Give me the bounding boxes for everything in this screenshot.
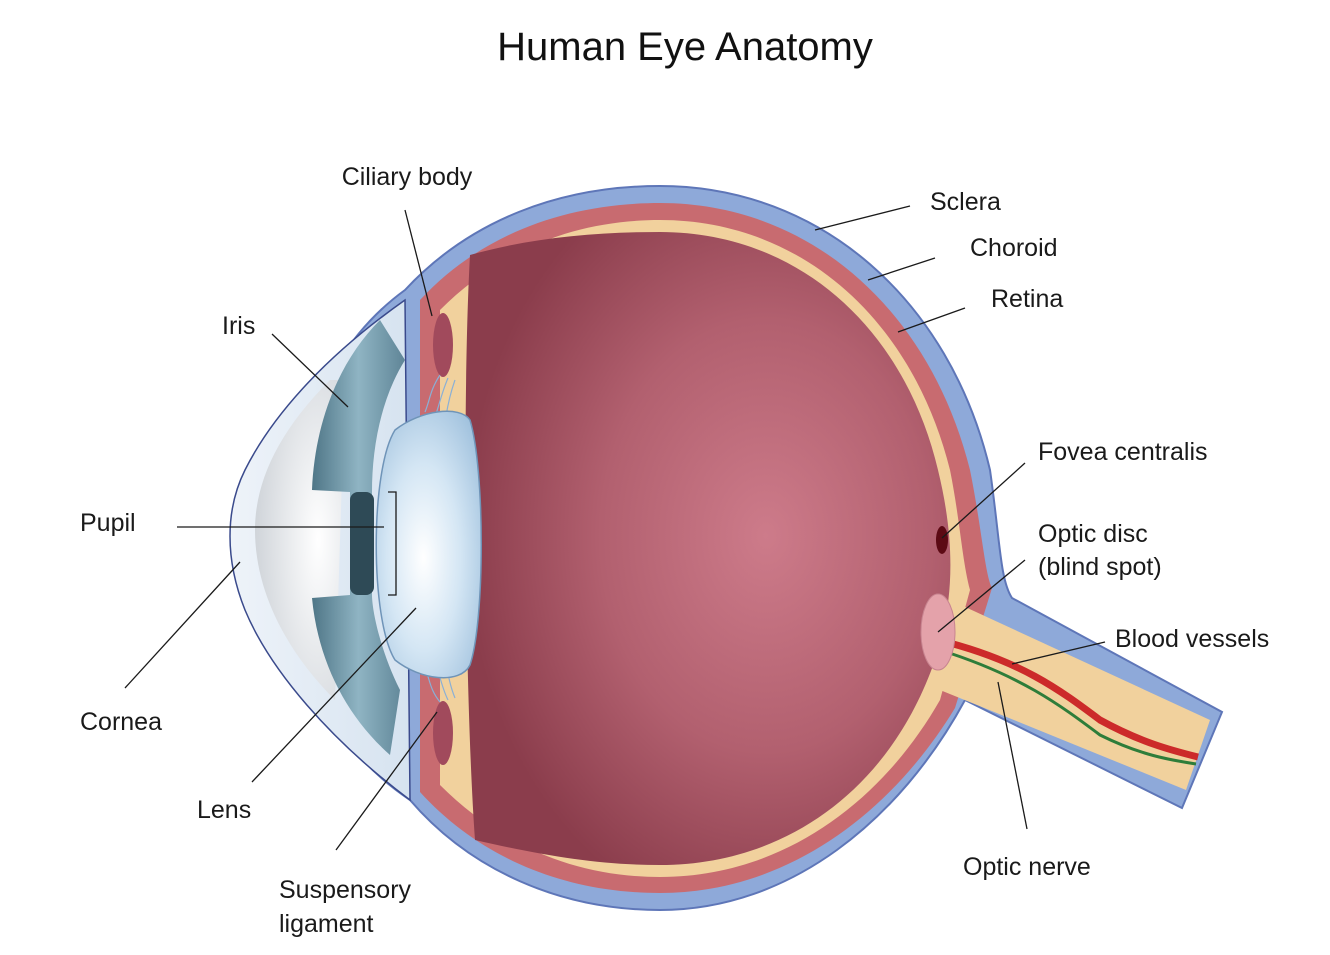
- label-cornea: Cornea: [80, 708, 162, 736]
- label-blood-vessels: Blood vessels: [1115, 625, 1269, 653]
- label-lens: Lens: [197, 796, 251, 824]
- vitreous-body: [465, 232, 951, 865]
- pupil: [350, 492, 374, 595]
- label-pupil: Pupil: [80, 509, 136, 537]
- eyeball: [291, 184, 1224, 912]
- label-iris: Iris: [222, 312, 255, 340]
- label-optic-disc-line1: Optic disc: [1038, 520, 1148, 548]
- leader-fovea: [941, 462, 1026, 539]
- leader-cornea: [124, 561, 241, 689]
- label-retina: Retina: [991, 285, 1063, 313]
- labels: Ciliary body Sclera Choroid Retina Iris …: [80, 163, 1269, 938]
- leader-iris: [271, 333, 349, 408]
- lens: [375, 410, 482, 679]
- leader-choroid: [867, 257, 936, 281]
- fovea-centralis: [936, 526, 948, 554]
- label-sclera: Sclera: [930, 188, 1001, 216]
- blood-vessel-red: [937, 636, 1199, 761]
- label-fovea-centralis: Fovea centralis: [1038, 438, 1208, 466]
- label-optic-nerve: Optic nerve: [963, 853, 1091, 881]
- label-suspensory-line1: Suspensory: [279, 876, 412, 904]
- anterior-segment: [229, 298, 482, 802]
- leader-optic-disc: [937, 559, 1026, 633]
- label-optic-disc-line2: (blind spot): [1038, 553, 1162, 581]
- leader-optic-nerve: [997, 681, 1028, 830]
- label-choroid: Choroid: [970, 234, 1058, 262]
- label-suspensory-line2: ligament: [279, 910, 374, 938]
- leader-lens: [251, 607, 417, 783]
- leader-suspensory-ligament: [335, 711, 438, 851]
- blood-vessel-green: [939, 648, 1197, 766]
- leader-lines: [124, 205, 1106, 851]
- label-ciliary-body: Ciliary body: [342, 163, 473, 191]
- ciliary-body-top: [433, 313, 453, 377]
- leader-ciliary-body: [404, 209, 433, 317]
- diagram-title: Human Eye Anatomy: [497, 25, 873, 69]
- leader-blood-vessels: [1011, 641, 1106, 665]
- ciliary-body-bottom: [433, 701, 453, 765]
- leader-retina: [897, 307, 966, 333]
- pupil-bracket: [388, 491, 397, 596]
- leader-sclera: [814, 205, 911, 231]
